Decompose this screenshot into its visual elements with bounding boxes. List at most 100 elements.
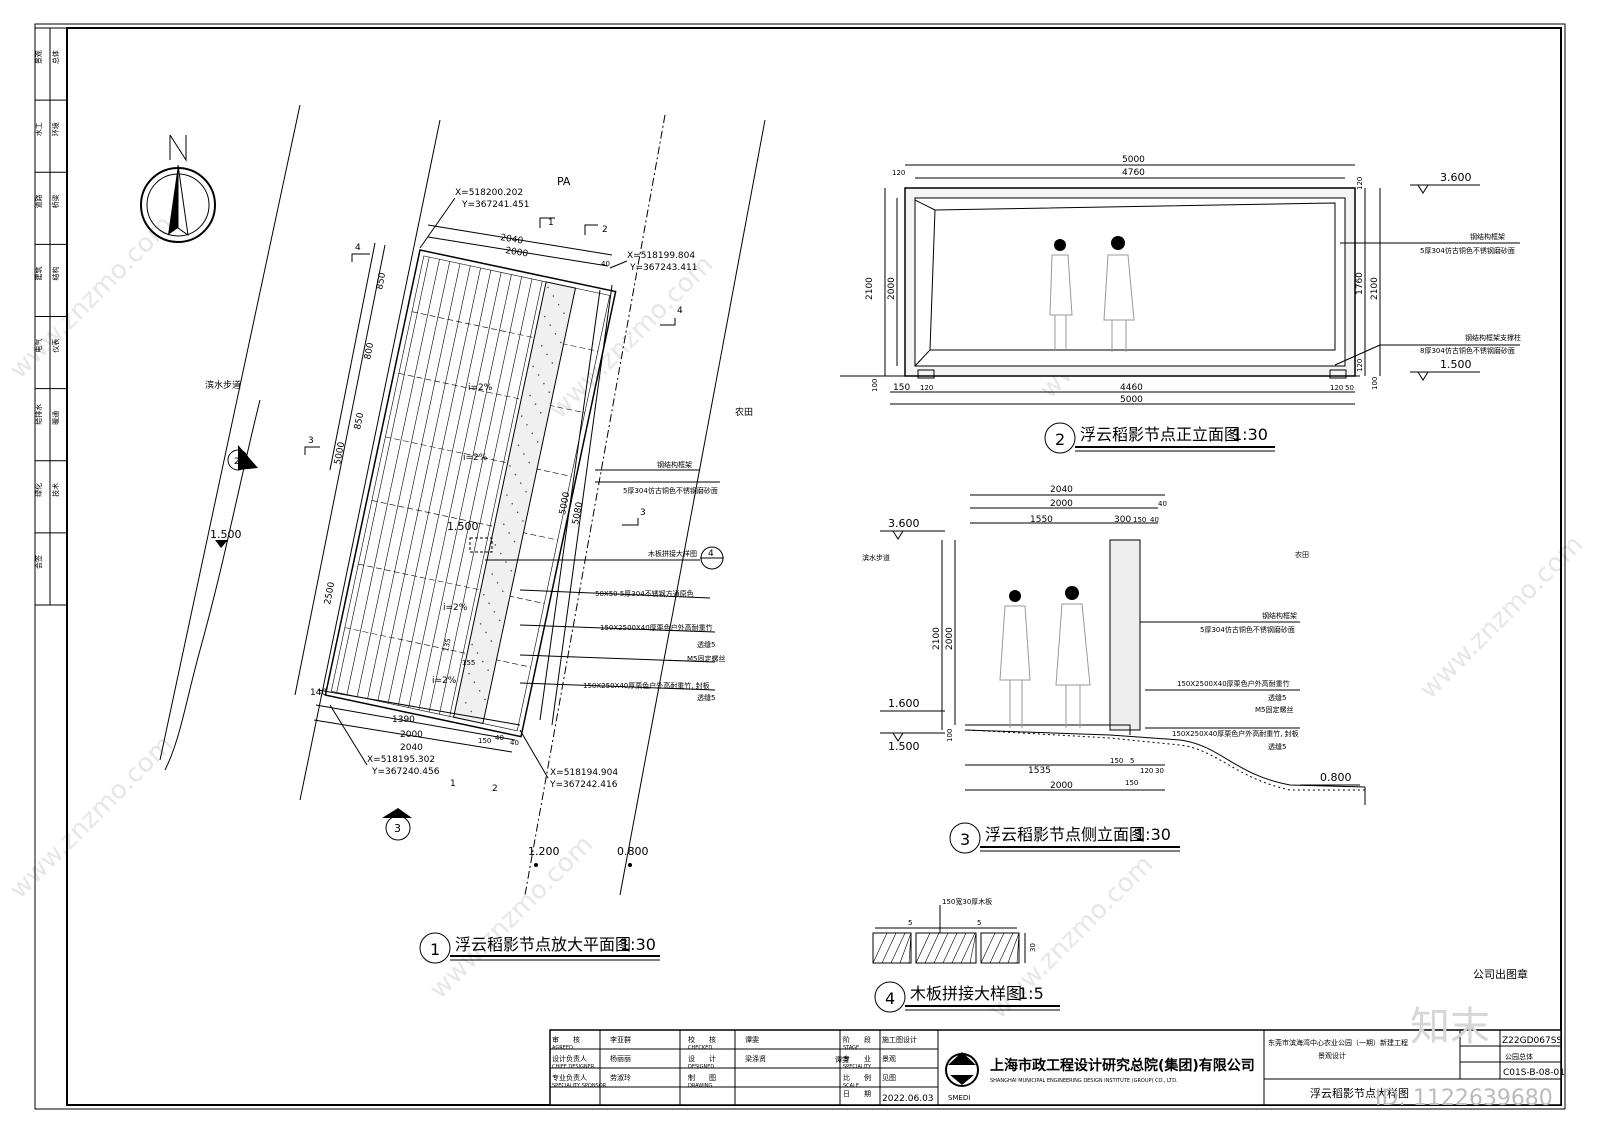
tb-drawing-no: C01S-B-08-01 [1503, 1068, 1565, 1078]
wall-texture-dot [505, 561, 507, 563]
tb-project: 东莞市滨海湾中心农业公园（一期）新建工程 [1268, 1038, 1408, 1047]
strip-label: 技术 [51, 483, 60, 497]
wall-texture-dot [499, 552, 502, 555]
detail-hatch-line [908, 932, 912, 964]
deck-joint-line [411, 311, 598, 352]
wall-texture-dot [557, 303, 560, 306]
svg-text:150X2500X40厚栗色户外高耐重竹: 150X2500X40厚栗色户外高耐重竹 [1177, 679, 1290, 688]
strip-label: 电气 [34, 339, 43, 353]
detail-hatch-line [924, 932, 940, 964]
svg-text:2000: 2000 [1050, 781, 1073, 791]
svg-text:150X2500X40厚栗色户外高耐重竹: 150X2500X40厚栗色户外高耐重竹 [600, 623, 713, 632]
detail-hatch-line [915, 932, 931, 964]
svg-text:30: 30 [1029, 943, 1037, 952]
wall-texture-dot [484, 698, 486, 701]
plan-slope-4: i=2% [432, 676, 457, 686]
svg-text:40: 40 [1158, 500, 1167, 508]
detail-hatch-line [881, 932, 897, 964]
svg-text:4: 4 [708, 549, 714, 559]
title-block-cell-en: DESIGNED [688, 1064, 714, 1070]
wall-texture-dot [520, 415, 523, 417]
strip-label: 暖通 [51, 411, 60, 425]
detail-hatch-line [969, 932, 977, 964]
watermark-text-1: www.znzmo.com [4, 210, 179, 385]
deck-joint-line [371, 500, 558, 541]
people-silhouette-icon-side [999, 586, 1091, 728]
callout-circles: 2 3 4 [227, 445, 724, 841]
svg-text:150宽30厚木板: 150宽30厚木板 [942, 897, 992, 906]
deck-board-line [428, 276, 522, 713]
plan-path-label: 滨水步道 [205, 379, 241, 391]
deck-board-line [418, 274, 512, 710]
svg-text:日 期: 日 期 [843, 1090, 871, 1098]
wall-texture-dot [560, 341, 562, 344]
tb-sub-item: 公园总体 [1505, 1052, 1533, 1061]
svg-text:1: 1 [430, 940, 440, 959]
plan-view-title: 1 浮云稻影节点放大平面图 1:30 [419, 932, 660, 964]
detail-hatch-line [960, 932, 976, 964]
svg-text:3.600: 3.600 [888, 517, 920, 530]
detail-hatch-line [872, 932, 888, 964]
detail-view-title: 4 木板拼接大样图 1:5 [874, 981, 1060, 1013]
svg-text:透缝5: 透缝5 [1268, 693, 1286, 702]
wall-texture-dot [494, 544, 497, 546]
strip-label: 水工 [34, 122, 43, 136]
plan-title: 浮云稻影节点放大平面图 [455, 935, 631, 954]
svg-text:30: 30 [1155, 767, 1164, 775]
strip-label: 结构 [51, 266, 60, 280]
deck-board-line [408, 272, 502, 708]
svg-text:1: 1 [548, 218, 554, 228]
wall-texture-dot [517, 444, 520, 447]
detail-hatch-line [989, 932, 1005, 964]
svg-text:3: 3 [394, 822, 401, 835]
tb-project-no: Z22GD067SS [1502, 1036, 1562, 1046]
wall-texture-dot [540, 345, 543, 347]
wall-texture-dot [471, 643, 473, 646]
svg-text:2: 2 [492, 784, 498, 794]
plan-elev-0800: 0.800 [617, 845, 649, 858]
svg-text:2: 2 [1055, 430, 1065, 449]
wall-texture-dot [498, 619, 501, 622]
plan-dim-2040-bottom: 2040 [400, 743, 423, 753]
svg-text:景观设计: 景观设计 [1318, 1051, 1346, 1060]
svg-text:150: 150 [1125, 779, 1138, 787]
wall-texture-dot [563, 312, 565, 315]
svg-text:2000: 2000 [1050, 499, 1073, 509]
plan-dim-140: 140 [310, 688, 327, 698]
people-silhouette-icon [1049, 236, 1135, 352]
wall-texture-dot [551, 362, 554, 364]
coord-y4: Y=367242.416 [549, 780, 618, 790]
svg-text:150X250X40厚栗色户外高耐重竹, 封板: 150X250X40厚栗色户外高耐重竹, 封板 [1172, 729, 1299, 738]
svg-text:150X250X40厚栗色户外高耐重竹, 封板: 150X250X40厚栗色户外高耐重竹, 封板 [583, 681, 710, 690]
wall-texture-dot [490, 640, 493, 642]
plan-dim-2500: 2500 [323, 581, 337, 606]
tb-date: 2022.06.03 [882, 1094, 934, 1104]
deck-board-line [398, 270, 492, 706]
plan-elev-1500-center: 1.500 [447, 520, 479, 533]
coord-x2: X=518199.804 [627, 251, 695, 261]
plan-dim-2040: 2040 [500, 233, 524, 247]
plan-elev-1200: 1.200 [528, 845, 560, 858]
svg-text:120: 120 [1356, 177, 1364, 190]
title-block-cell-en: SPECIALITY [843, 1064, 872, 1070]
plan-dim-2000-bottom: 2000 [400, 730, 423, 740]
detail-hatch-line [899, 932, 912, 964]
path-edge-left [159, 104, 301, 761]
wall-texture-dot [482, 593, 485, 596]
title-block-cell-en: AGREED [552, 1045, 573, 1051]
strip-label: 建筑 [34, 266, 43, 280]
outer-border [34, 23, 1566, 1110]
svg-text:浮云稻影节点侧立面图: 浮云稻影节点侧立面图 [985, 825, 1145, 844]
svg-text:120: 120 [920, 384, 933, 392]
wall-texture-dot [468, 672, 470, 675]
svg-text:120: 120 [1140, 767, 1153, 775]
deck-board-line [377, 265, 471, 702]
deck-joint-line [385, 436, 572, 477]
strip-label: 环境 [51, 122, 60, 136]
plan-dim-40b: 40 [510, 739, 519, 747]
watermark-text-4: www.znzmo.com [4, 730, 179, 905]
wall-texture-dot [514, 473, 517, 476]
wall-texture-dot [465, 702, 467, 704]
company-logo-icon: SMEDI [945, 1052, 979, 1102]
deck-joint-line [398, 373, 585, 414]
